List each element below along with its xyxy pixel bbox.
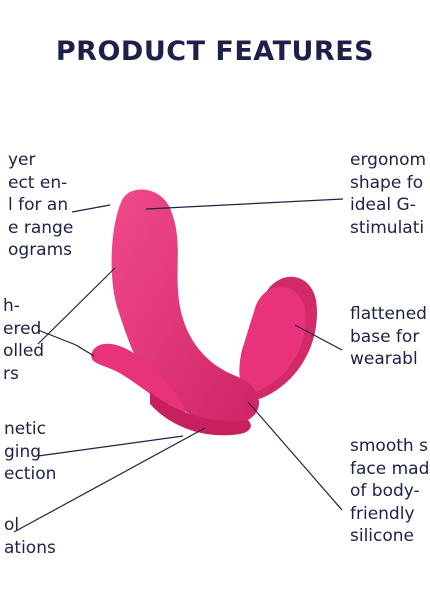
feature-left-4-line: ol	[4, 515, 20, 535]
feature-left-2-line: olled	[3, 341, 45, 361]
feature-left-1-line: ograms	[8, 240, 73, 260]
feature-left-3-line: ection	[4, 464, 57, 484]
feature-right-2: flattened base for wearabl	[350, 303, 427, 371]
feature-left-3-line: ging	[4, 441, 42, 462]
feature-right-2-line: wearabl	[350, 349, 418, 369]
feature-right-1-line: shape fo	[350, 172, 424, 193]
feature-left-1-line: e range	[8, 217, 74, 238]
feature-right-1-line: stimulati	[350, 217, 425, 238]
feature-left-2: h- ered olled rs	[3, 295, 44, 385]
feature-left-3: netic ging ection	[4, 418, 56, 486]
feature-right-3-line: smooth s	[350, 436, 428, 456]
feature-left-3-line: netic	[4, 419, 46, 439]
feature-right-2-line: base for	[350, 326, 420, 347]
feature-left-1: yer ect en- l for an e range ograms	[8, 149, 73, 262]
feature-right-3-line: face mad	[350, 458, 430, 479]
callout-lines	[13, 198, 344, 533]
feature-left-2-line: h-	[3, 296, 20, 316]
feature-right-3-line: silicone	[350, 526, 415, 546]
feature-right-1: ergonom shape fo ideal G- stimulati	[350, 149, 426, 239]
feature-right-3: smooth s face mad of body- friendly sili…	[350, 435, 429, 548]
page-title: PRODUCT FEATURES	[55, 36, 375, 67]
feature-left-4: ol ations	[4, 514, 56, 559]
feature-left-2-line: rs	[3, 363, 19, 384]
feature-left-1-line: yer	[8, 150, 36, 170]
feature-left-4-line: ations	[4, 537, 56, 558]
feature-right-1-line: ergonom	[350, 150, 427, 170]
feature-right-2-line: flattened	[350, 304, 427, 324]
product-arm	[91, 343, 186, 416]
feature-left-1-line: ect en-	[8, 172, 68, 193]
feature-right-3-line: friendly	[350, 503, 415, 524]
feature-left-2-line: ered	[3, 318, 42, 339]
feature-right-1-line: ideal G-	[350, 195, 416, 215]
feature-right-3-line: of body-	[350, 481, 420, 501]
feature-left-1-line: l for an	[8, 195, 69, 215]
